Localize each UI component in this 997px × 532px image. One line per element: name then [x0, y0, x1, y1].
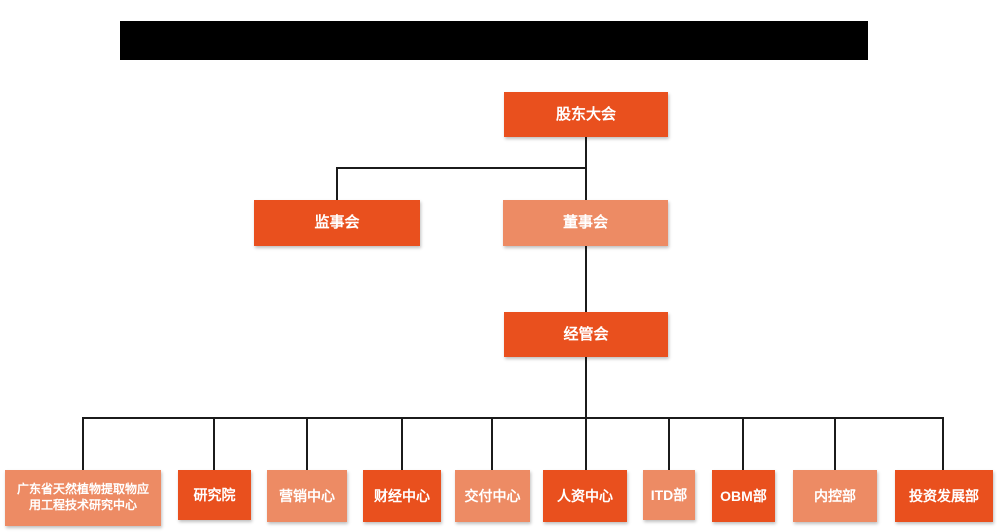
- node-label: 营销中心: [279, 487, 335, 504]
- node-delivery-center: 交付中心: [455, 470, 530, 522]
- node-label-line2: 用工程技术研究中心: [28, 498, 137, 512]
- node-hr-center: 人资中心: [543, 470, 627, 522]
- node-label: 人资中心: [557, 487, 613, 504]
- node-label: OBM部: [720, 487, 767, 504]
- connector-drop-research-center: [82, 417, 84, 470]
- node-obm-dept: OBM部: [712, 470, 775, 522]
- node-label: 内控部: [814, 487, 856, 504]
- node-label: ITD部: [650, 486, 688, 503]
- connector-drop-delivery: [491, 417, 493, 470]
- connector-board-to-management: [585, 246, 587, 312]
- connector-management-to-bus: [585, 357, 587, 418]
- connector-drop-supervisory: [336, 167, 338, 200]
- redacted-title-bar: [120, 21, 868, 60]
- connector-drop-research-institute: [213, 417, 215, 470]
- node-shareholders-meeting: 股东大会: [504, 92, 668, 137]
- node-label: 股东大会: [555, 105, 616, 123]
- node-investment-development-dept: 投资发展部: [895, 470, 993, 522]
- node-marketing-center: 营销中心: [267, 470, 347, 522]
- connector-department-bus: [82, 417, 944, 419]
- node-label: 董事会: [562, 214, 608, 232]
- node-management-committee: 经管会: [504, 312, 668, 357]
- node-label-line1: 广东省天然植物提取物应: [16, 482, 149, 497]
- node-label: 投资发展部: [909, 487, 979, 504]
- node-internal-control-dept: 内控部: [793, 470, 877, 522]
- node-label: 监事会: [314, 214, 360, 232]
- node-label: 交付中心: [464, 487, 521, 504]
- node-label: 财经中心: [374, 487, 430, 504]
- node-label: 经管会: [563, 325, 609, 343]
- node-supervisory-board: 监事会: [254, 200, 420, 246]
- node-board-of-directors: 董事会: [503, 200, 668, 246]
- node-research-center-gd: 广东省天然植物提取物应 用工程技术研究中心: [5, 470, 161, 526]
- connector-drop-itd: [668, 417, 670, 470]
- connector-branch-supervisory: [336, 167, 587, 169]
- connector-drop-investment: [942, 417, 944, 470]
- node-finance-center: 财经中心: [363, 470, 441, 522]
- connector-drop-hr: [585, 417, 587, 470]
- connector-drop-internal-control: [834, 417, 836, 470]
- connector-drop-obm: [742, 417, 744, 470]
- node-label: 研究院: [193, 486, 236, 503]
- node-itd-dept: ITD部: [643, 470, 695, 520]
- connector-drop-finance: [401, 417, 403, 470]
- connector-drop-marketing: [306, 417, 308, 470]
- node-research-institute: 研究院: [178, 470, 251, 520]
